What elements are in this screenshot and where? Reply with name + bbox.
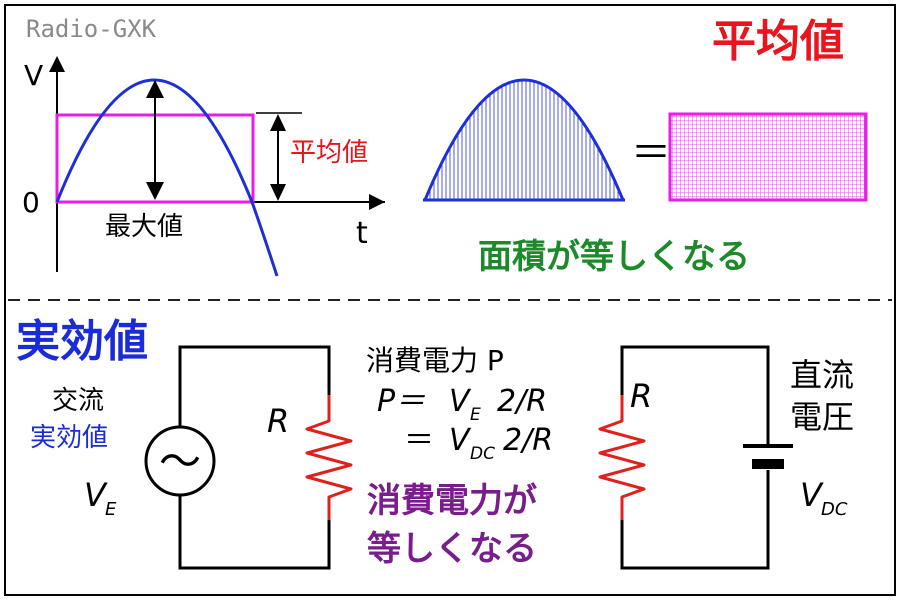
dc-circuit-wire-top [620, 345, 770, 445]
dc-circuit-wire-bottom [620, 470, 770, 570]
ac-circuit-wire-top [178, 345, 331, 428]
area-equal-caption: 面積が等しくなる [478, 237, 750, 277]
time-axis-label: t [356, 216, 368, 251]
ac-source-symbol: ～ [159, 437, 201, 486]
half-sine-area [422, 78, 626, 202]
dc-voltage-label: 電圧 [790, 398, 854, 436]
average-arrowhead-bottom [270, 184, 286, 201]
watermark: Radio-GXK [26, 15, 157, 43]
eq1-lhs: P＝ [377, 384, 425, 419]
average-value-label: 平均値 [290, 138, 368, 168]
ac-source-circle [144, 425, 216, 497]
dc-label: 直流 [790, 356, 854, 394]
voltage-axis-arrowhead [49, 56, 65, 72]
resistor-left-label: R [267, 402, 289, 440]
ve-symbol: V [84, 476, 108, 514]
resistor-left [305, 395, 353, 520]
average-title: 平均値 [712, 16, 844, 67]
eq1-subscript: E [470, 405, 481, 425]
ve-subscript: E [105, 499, 117, 520]
ac-rms-label: 実効値 [30, 423, 108, 453]
time-axis-arrowhead [369, 194, 385, 210]
origin-label: 0 [22, 186, 40, 219]
battery-short-plate [752, 459, 784, 469]
peak-arrowhead-bottom [146, 182, 164, 200]
vdc-subscript: DC [821, 499, 848, 520]
resistor-right-label: R [630, 377, 652, 415]
ac-circuit-wire-bottom [178, 494, 331, 570]
eq2-v: V [449, 423, 472, 458]
outer-frame [4, 4, 896, 596]
power-equal-line1: 消費電力が [367, 481, 537, 521]
max-value-label: 最大値 [105, 212, 183, 242]
eq1-v: V [449, 384, 472, 419]
resistor-right [598, 395, 646, 520]
sine-wave [55, 78, 279, 277]
peak-arrowhead-top [146, 80, 164, 98]
eq2-lhs: ＝ [404, 423, 434, 458]
power-label: 消費電力 P [366, 344, 504, 377]
average-arrowhead-top [270, 114, 286, 131]
eq2-tail: 2/R [503, 423, 553, 458]
ac-label: 交流 [52, 386, 104, 416]
equals-sign: ＝ [631, 130, 671, 176]
eq1-tail: 2/R [497, 384, 547, 419]
voltage-axis-label: V [24, 59, 43, 92]
rms-title: 実効値 [16, 316, 148, 367]
vdc-symbol: V [800, 476, 824, 514]
power-equal-line2: 等しくなる [367, 529, 537, 569]
equal-area-rectangle [668, 112, 868, 202]
eq2-subscript: DC [470, 444, 495, 464]
